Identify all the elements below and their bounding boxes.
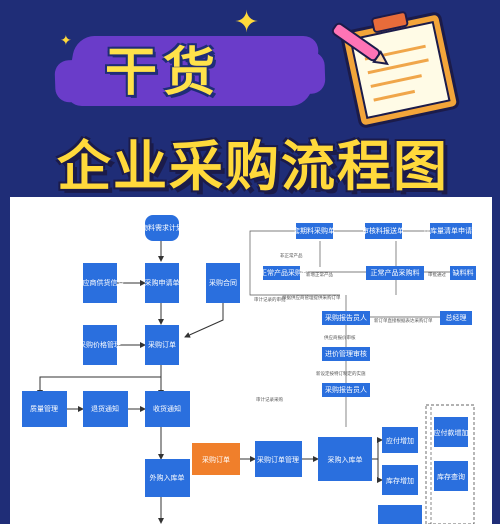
node-bottom-partial xyxy=(378,505,422,524)
node-receiving-notice: 收货通知 xyxy=(145,391,190,427)
node-payment-increase: 应付款增加 xyxy=(434,417,469,447)
svg-text:正常产品采购料: 正常产品采购料 xyxy=(371,268,420,277)
flowchart: 物料需求计划 供应商供货信息 采购申请单 采购合同 采购价格管理 采购订单 xyxy=(22,215,479,524)
note-8: 新设定按特订制定的实施 xyxy=(316,370,366,377)
node-purchase-order: 采购订单 xyxy=(145,325,179,365)
svg-text:库存增加: 库存增加 xyxy=(386,476,414,485)
svg-text:采购订单: 采购订单 xyxy=(202,455,230,464)
node-bottom-purchase-order: 采购订单 xyxy=(192,443,240,475)
note-3: 审批通过 xyxy=(428,271,446,278)
note-1: 非正常产品 xyxy=(280,252,303,259)
svg-text:物料需求计划: 物料需求计划 xyxy=(141,223,183,232)
svg-text:仓库量清单申请单: 仓库量清单申请单 xyxy=(423,226,479,235)
node-right-b9: 进价管理审核 xyxy=(322,347,370,361)
page-title: 企业采购流程图 xyxy=(57,135,449,198)
svg-text:采购合同: 采购合同 xyxy=(209,278,237,287)
note-4: 审计记录的审批 xyxy=(254,296,286,303)
connectors xyxy=(37,241,383,524)
svg-text:非正常产品采购料: 非正常产品采购料 xyxy=(253,268,309,277)
sparkle-icon: ✦ xyxy=(234,5,260,40)
sparkle-small-icon: ✦ xyxy=(60,33,72,49)
node-supplier-info: 供应商供货信息 xyxy=(76,263,125,303)
node-right-b5: 正常产品采购料 xyxy=(366,266,424,280)
node-right-b7: 采购报告员人 xyxy=(322,311,370,325)
svg-text:采购报告员人: 采购报告员人 xyxy=(325,313,367,322)
svg-text:进价管理审核: 进价管理审核 xyxy=(325,349,367,358)
node-inventory-query: 库存查询 xyxy=(434,461,468,491)
node-inventory-increase: 库存增加 xyxy=(382,465,418,495)
svg-text:采购入库单: 采购入库单 xyxy=(328,455,363,464)
node-right-b10: 采购报告员人 xyxy=(322,383,370,397)
svg-text:审核料报送单: 审核料报送单 xyxy=(362,226,404,235)
node-purchase-request: 采购申请单 xyxy=(145,263,180,303)
node-price-management: 采购价格管理 xyxy=(79,325,121,365)
note-2: 新增正常产品 xyxy=(306,271,333,278)
svg-text:采购价格管理: 采购价格管理 xyxy=(79,340,121,349)
node-purchase-storage: 采购入库单 xyxy=(318,437,372,481)
note-9: 审计记录采购 xyxy=(256,396,283,403)
dashed-group xyxy=(425,404,475,524)
node-right-b3: 仓库量清单申请单 xyxy=(423,223,479,239)
svg-text:采购订单管理: 采购订单管理 xyxy=(257,455,299,464)
node-payable-increase: 应付增加 xyxy=(382,427,418,453)
svg-text:应付款增加: 应付款增加 xyxy=(434,428,469,437)
node-right-b4: 非正常产品采购料 xyxy=(253,266,309,280)
node-right-b8: 总经理 xyxy=(440,311,472,325)
right-connectors xyxy=(249,230,450,524)
note-7: 新订单直接根据表达采购订单 xyxy=(374,317,433,324)
flowchart-panel: 物料需求计划 供应商供货信息 采购申请单 采购合同 采购价格管理 采购订单 xyxy=(10,197,492,524)
node-delivery-notice: 退货通知 xyxy=(83,391,128,427)
svg-text:库存查询: 库存查询 xyxy=(437,472,465,481)
svg-text:退货通知: 退货通知 xyxy=(91,404,119,413)
tag-heading: 干货 xyxy=(105,43,222,103)
svg-text:采购报告员人: 采购报告员人 xyxy=(325,385,367,394)
svg-text:总经理: 总经理 xyxy=(446,313,467,322)
node-right-b2: 审核料报送单 xyxy=(362,223,404,239)
node-material-request: 物料需求计划 xyxy=(141,215,183,241)
svg-text:采购订单: 采购订单 xyxy=(148,340,176,349)
svg-text:收货通知: 收货通知 xyxy=(153,404,181,413)
svg-text:供应商供货信息: 供应商供货信息 xyxy=(76,278,125,287)
svg-text:缺料料: 缺料料 xyxy=(453,268,474,277)
note-5: 根据供应商管理提供采购订单 xyxy=(282,294,341,301)
node-order-management: 采购订单管理 xyxy=(255,441,302,477)
svg-text:应付增加: 应付增加 xyxy=(386,436,414,445)
node-right-b6: 缺料料 xyxy=(450,266,476,280)
node-purchase-contract: 采购合同 xyxy=(206,263,240,303)
node-right-b1: 套期料采购单 xyxy=(293,223,335,239)
node-outsourced-storage: 外购入库单 xyxy=(145,459,190,497)
node-quality-management: 质量管理 xyxy=(22,391,67,427)
svg-text:套期料采购单: 套期料采购单 xyxy=(293,226,335,235)
note-6: 供应商报价审核 xyxy=(324,334,356,341)
svg-text:外购入库单: 外购入库单 xyxy=(150,473,185,482)
svg-text:采购申请单: 采购申请单 xyxy=(145,278,180,287)
svg-text:质量管理: 质量管理 xyxy=(30,404,58,413)
